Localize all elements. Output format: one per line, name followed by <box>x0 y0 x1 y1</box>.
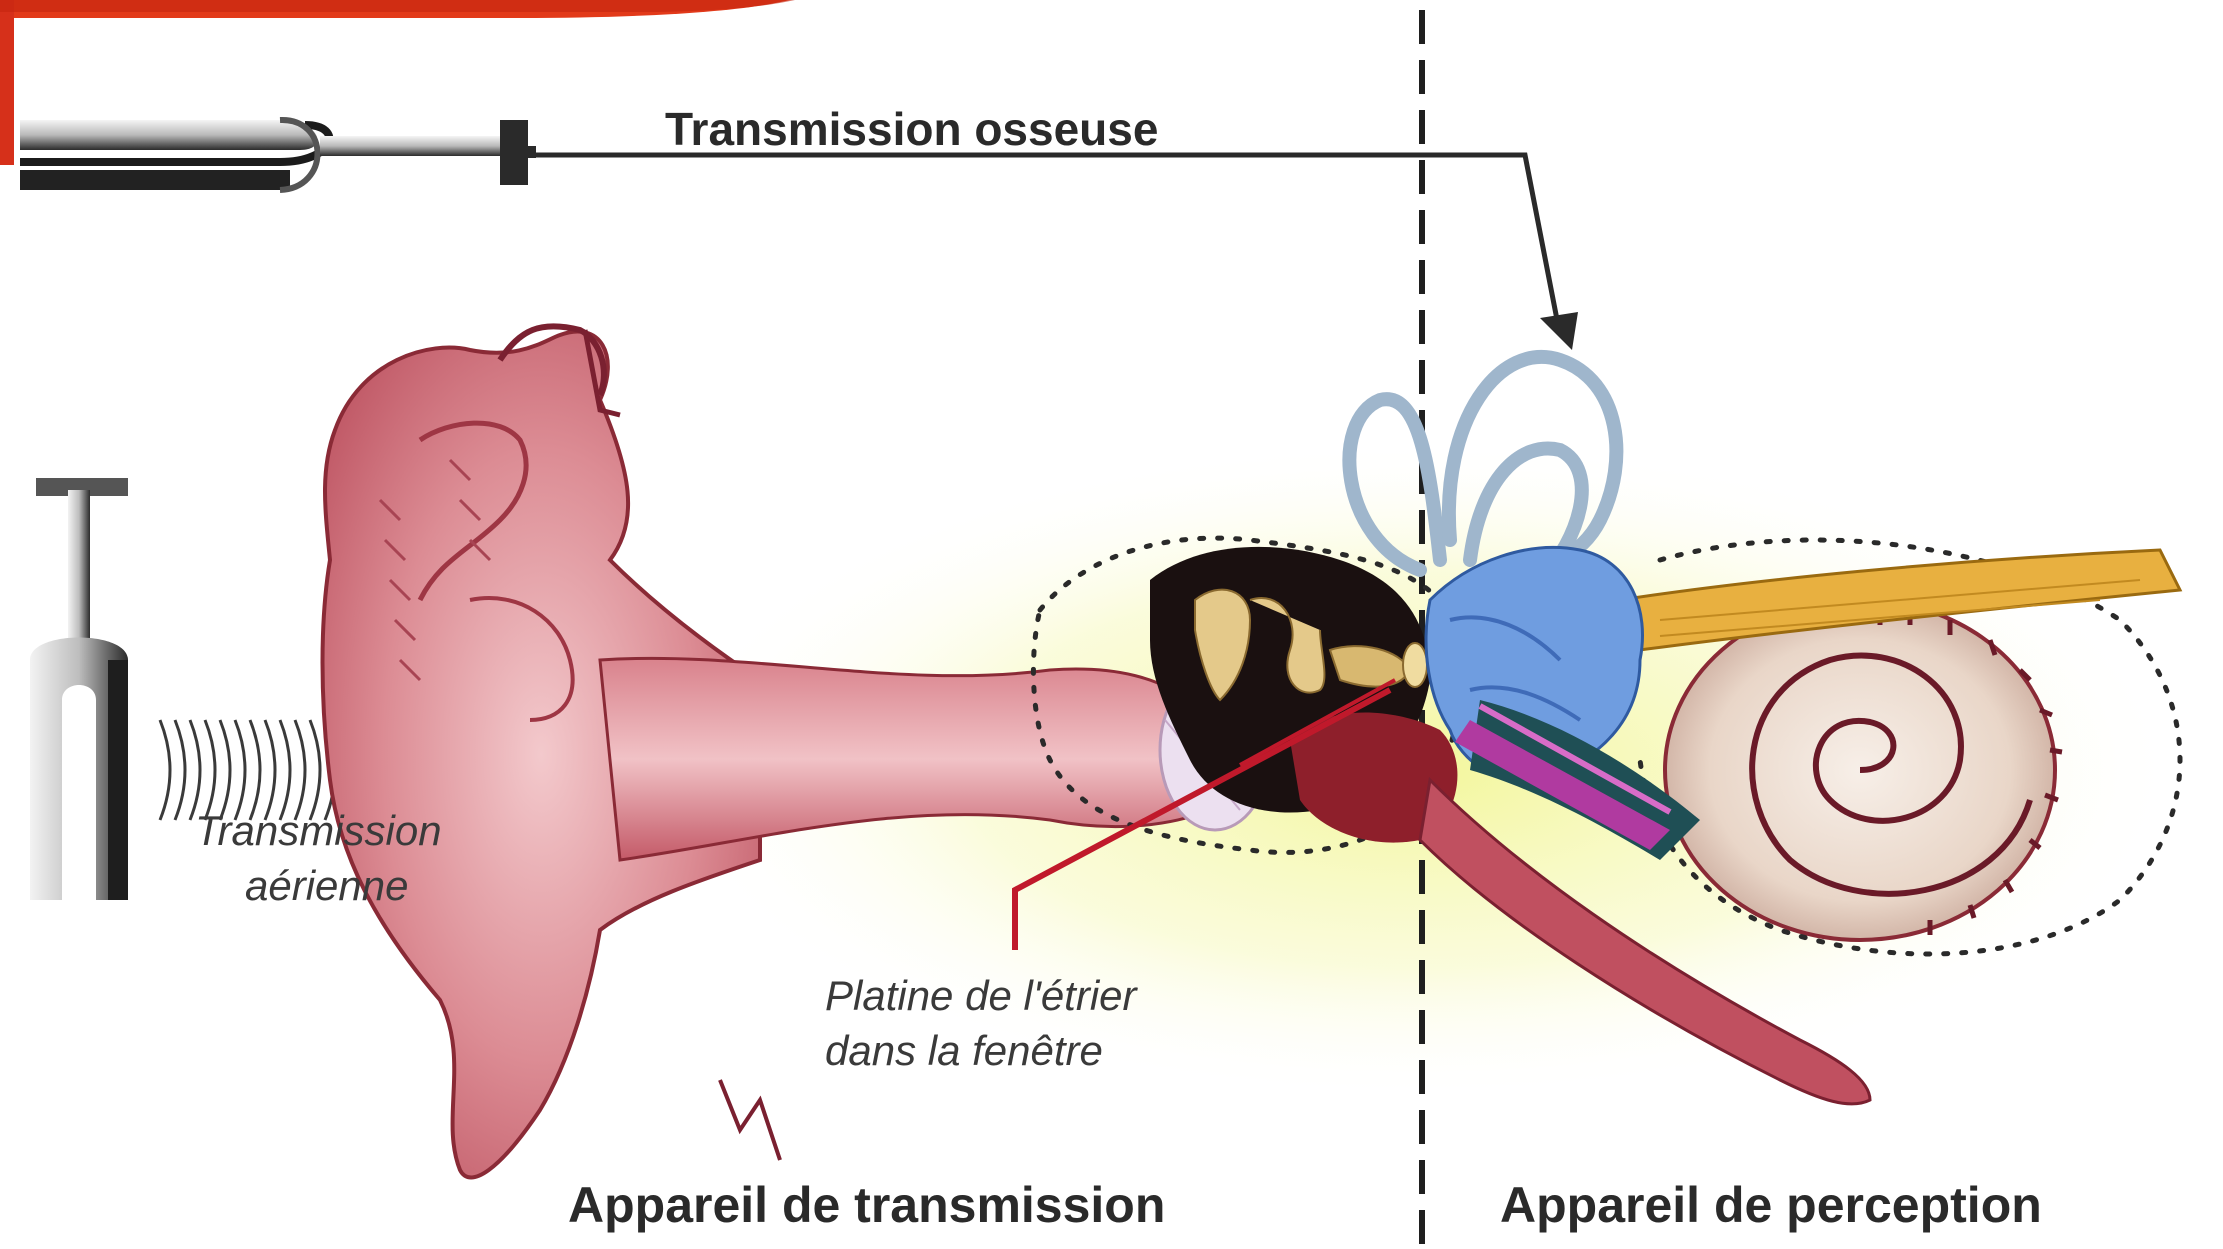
tuning-fork-horizontal-icon <box>20 120 536 190</box>
bone-conduction-label: Transmission osseuse <box>665 103 1158 155</box>
transmission-apparatus-label: Appareil de transmission <box>568 1177 1165 1233</box>
perception-apparatus-label: Appareil de perception <box>1500 1177 2042 1233</box>
air-conduction-label-line2: aérienne <box>245 862 408 909</box>
stapes-label-line1: Platine de l'étrier <box>825 972 1139 1019</box>
tuning-fork-vertical-icon <box>30 478 128 900</box>
stapes-label-line2: dans la fenêtre <box>825 1027 1103 1074</box>
air-conduction-label-line1: Transmission <box>195 807 442 854</box>
